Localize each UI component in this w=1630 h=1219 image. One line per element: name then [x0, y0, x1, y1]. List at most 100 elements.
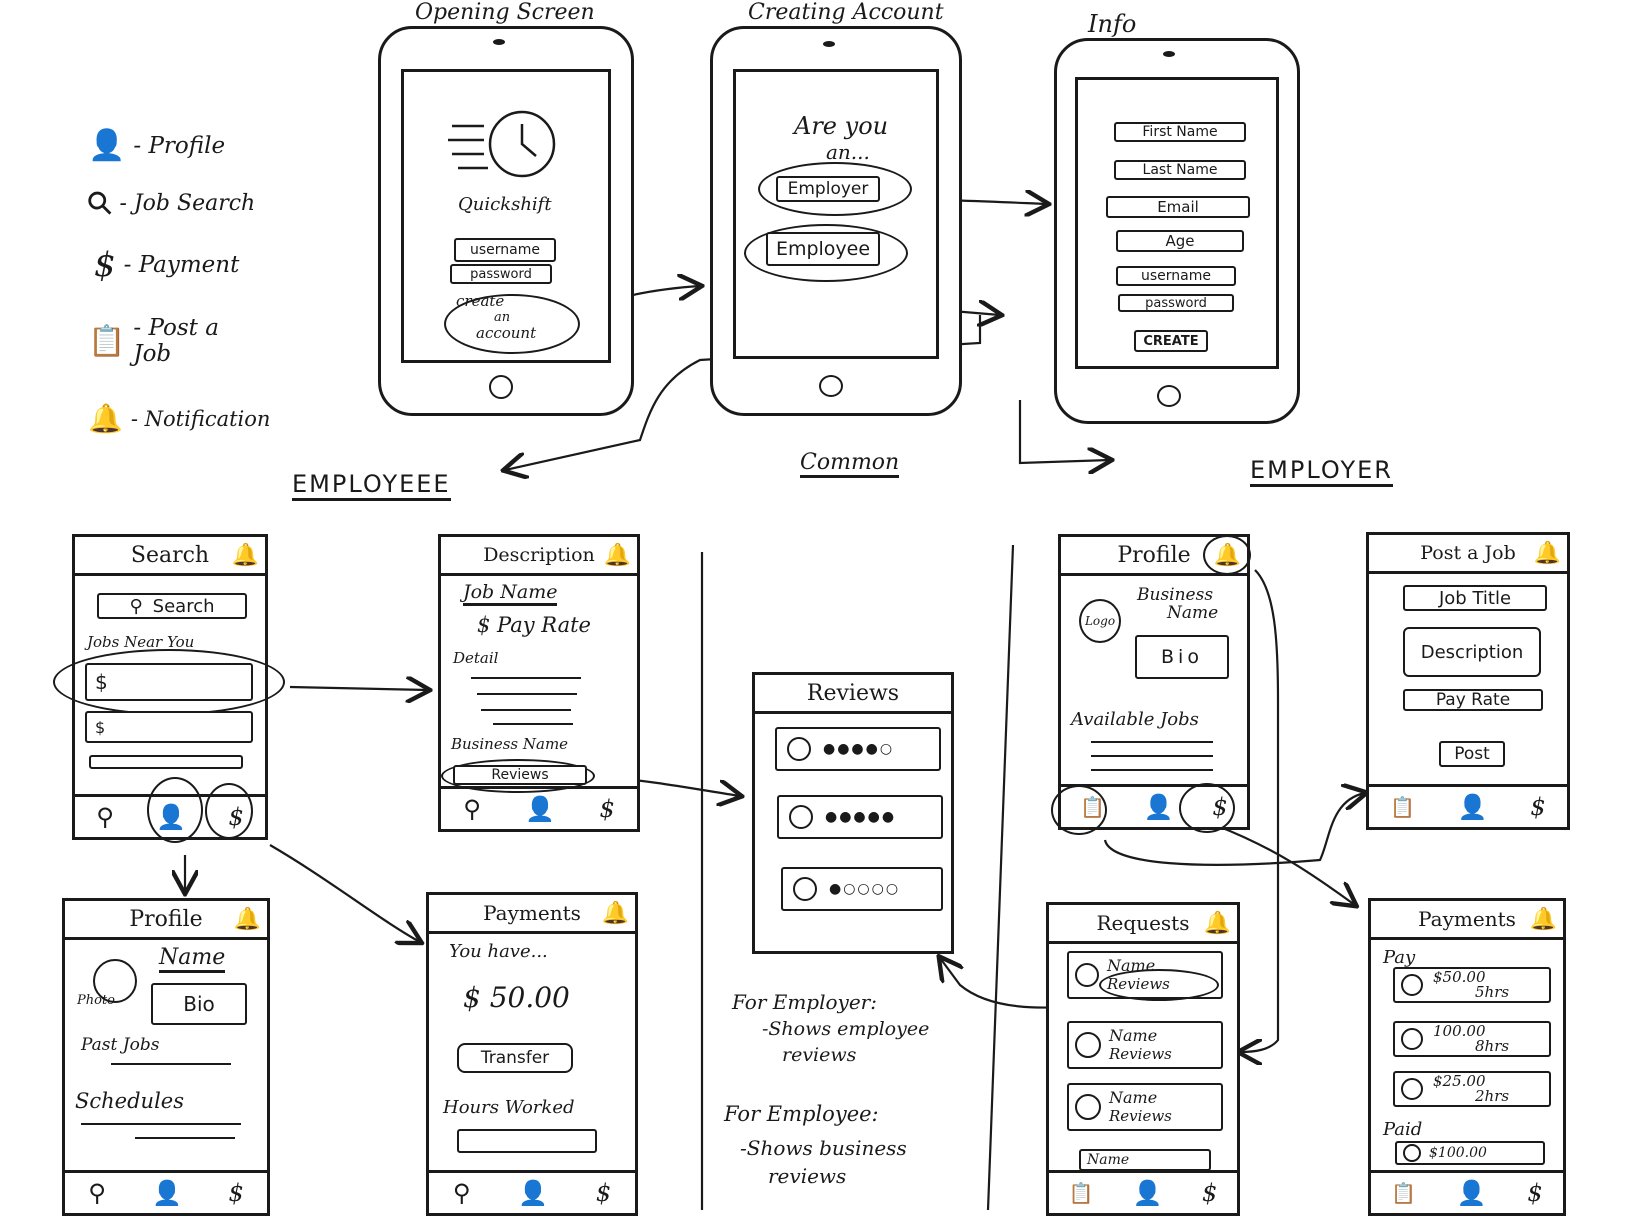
clock-icon: [1401, 1078, 1423, 1100]
profile-icon[interactable]: 👤: [1143, 793, 1174, 821]
clipboard-icon[interactable]: 📋: [1391, 1181, 1417, 1205]
bell-icon[interactable]: 🔔: [601, 901, 629, 926]
first-name-field[interactable]: First Name: [1114, 122, 1246, 142]
divider-line: [135, 1137, 235, 1139]
home-button[interactable]: [489, 375, 513, 399]
arrow-dollar-to-payments: [269, 844, 420, 942]
username-field[interactable]: username: [454, 238, 556, 262]
create-button[interactable]: CREATE: [1134, 330, 1208, 352]
search-screen: Search 🔔 ⚲ Search Jobs Near You $ $ ⚲ 👤 …: [53, 534, 285, 843]
post-job-screen: Post a Job 🔔 Job Title Description Pay R…: [1366, 532, 1570, 830]
bell-icon[interactable]: 🔔: [1203, 911, 1231, 936]
note-employer-line2: -Shows employee: [762, 1018, 930, 1040]
dollar-icon[interactable]: $: [599, 795, 615, 823]
info-screen: First Name Last Name Email Age username …: [1075, 77, 1279, 369]
request-reviews: Reviews: [1109, 1107, 1172, 1125]
search-icon[interactable]: ⚲: [96, 803, 114, 831]
review-row[interactable]: ●●●●●: [777, 795, 943, 839]
last-name-field[interactable]: Last Name: [1114, 160, 1246, 180]
bell-icon[interactable]: 🔔: [1529, 907, 1557, 932]
request-item[interactable]: Name Reviews: [1067, 1021, 1223, 1069]
legend-item-search: ⚲ - Job Search: [78, 181, 256, 224]
profile-icon[interactable]: 👤: [518, 1179, 549, 1207]
section-employer: EMPLOYER: [1250, 456, 1393, 487]
profile-icon: 👤: [88, 128, 126, 163]
bell-icon[interactable]: 🔔: [603, 543, 631, 568]
profile-icon[interactable]: 👤: [152, 1179, 183, 1207]
profile-icon[interactable]: 👤: [1132, 1179, 1163, 1207]
legend-item-profile: 👤 - Profile: [88, 128, 225, 163]
arrow-dollar-to-payments-employer: [1214, 823, 1355, 905]
home-button[interactable]: [1157, 385, 1181, 407]
review-row[interactable]: ●●●●○: [775, 727, 941, 771]
employer-payments-screen: Payments 🔔 Pay $50.00 5hrs 100.00 8hrs $…: [1368, 898, 1566, 1216]
search-icon[interactable]: ⚲: [452, 1179, 471, 1207]
description-screen: Description 🔔 Job Name $ Pay Rate Detail…: [438, 534, 640, 832]
logo-label: Logo: [1084, 614, 1116, 628]
dollar-icon[interactable]: $: [1202, 1179, 1218, 1207]
detail-line: [493, 723, 573, 725]
avatar: [789, 805, 813, 829]
pay-hours: 8hrs: [1475, 1037, 1510, 1055]
email-field[interactable]: Email: [1106, 196, 1250, 218]
bell-icon[interactable]: 🔔: [233, 907, 261, 932]
pay-amount: $50.00: [1433, 968, 1486, 986]
home-button[interactable]: [819, 375, 843, 397]
review-row[interactable]: ●○○○○: [781, 867, 943, 911]
clipboard-icon[interactable]: 📋: [1390, 795, 1416, 819]
password-field[interactable]: password: [1118, 294, 1234, 312]
job-list-item[interactable]: [89, 755, 243, 769]
request-text: Name Reviews: [1109, 1089, 1172, 1126]
request-reviews: Reviews: [1109, 1045, 1172, 1063]
description-field[interactable]: Description: [1403, 627, 1541, 677]
speaker: [823, 41, 835, 47]
search-input[interactable]: ⚲ Search: [97, 593, 247, 619]
transfer-button[interactable]: Transfer: [457, 1043, 573, 1073]
search-icon[interactable]: ⚲: [88, 1179, 106, 1207]
profile-icon[interactable]: 👤: [525, 795, 556, 823]
dollar-icon[interactable]: $: [1530, 793, 1546, 821]
arrow-employee-branch: [505, 315, 982, 470]
search-icon: ⚲: [129, 595, 143, 617]
available-jobs-label: Available Jobs: [1071, 709, 1199, 730]
business-name-line2: Name: [1167, 603, 1219, 623]
dollar-icon[interactable]: $: [228, 1179, 244, 1207]
request-item[interactable]: Name: [1079, 1149, 1211, 1171]
requests-screen-title: Requests: [1096, 911, 1190, 935]
reviews-button[interactable]: Reviews: [453, 765, 587, 785]
pay-item[interactable]: 100.00 8hrs: [1393, 1021, 1551, 1057]
employee-profile-screen: Profile 🔔 Name Photo Bio Past Jobs Sched…: [62, 898, 270, 1216]
post-button[interactable]: Post: [1439, 741, 1505, 767]
bottom-nav: ⚲ 👤 $: [429, 1170, 635, 1213]
pay-rate-field[interactable]: Pay Rate: [1403, 689, 1543, 711]
request-item[interactable]: Name Reviews: [1067, 1083, 1223, 1131]
avatar: [1075, 963, 1099, 987]
age-field[interactable]: Age: [1116, 230, 1244, 252]
clipboard-icon[interactable]: 📋: [1068, 1181, 1094, 1205]
job-list-item[interactable]: $: [85, 711, 253, 743]
paid-item[interactable]: $100.00: [1395, 1141, 1545, 1165]
dollar-icon[interactable]: $: [595, 1179, 612, 1207]
rating-stars: ●●●●○: [823, 741, 895, 757]
profile-icon[interactable]: 👤: [1456, 1179, 1487, 1207]
password-field[interactable]: password: [450, 264, 552, 284]
clipboard-icon: 📋: [88, 323, 126, 359]
job-title-field[interactable]: Job Title: [1403, 585, 1547, 611]
title-creating-account: Creating Account: [748, 0, 944, 25]
pay-item[interactable]: $50.00 5hrs: [1393, 967, 1551, 1003]
username-field[interactable]: username: [1116, 266, 1236, 286]
job-list-item[interactable]: $: [85, 663, 253, 701]
employer-button[interactable]: Employer: [776, 176, 880, 202]
pay-item[interactable]: $25.00 2hrs: [1393, 1071, 1551, 1107]
profile-icon[interactable]: 👤: [1457, 793, 1488, 821]
legend-label: - Job Search: [119, 190, 256, 216]
employee-button[interactable]: Employee: [766, 232, 880, 266]
create-account-button[interactable]: [444, 294, 580, 354]
search-icon[interactable]: ⚲: [463, 795, 481, 823]
bell-icon[interactable]: 🔔: [1533, 541, 1561, 566]
bell-icon[interactable]: 🔔: [231, 543, 259, 568]
create-account-line1: create: [456, 292, 505, 310]
job-name: Job Name: [463, 581, 558, 606]
dollar-icon[interactable]: $: [1527, 1179, 1543, 1207]
